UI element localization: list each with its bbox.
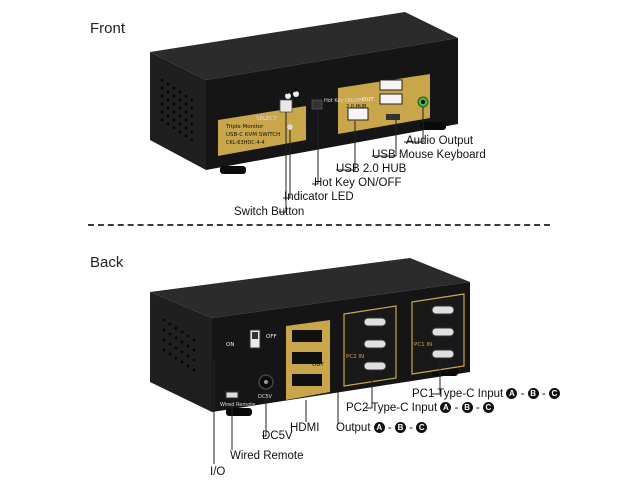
pc2-abc: A - B - C [440, 402, 494, 414]
switch-button-callout: Switch Button [234, 206, 305, 218]
usb-hub-callout: USB 2.0 HUB [336, 163, 407, 175]
pc1-typec-callout: PC1 Type-C Input A - B - C [412, 388, 560, 400]
output-callout: Output A - B - C [336, 422, 428, 434]
usb-hub-marking: 2.0 HUB [346, 104, 367, 110]
hdmi-callout: HDMI [290, 422, 320, 434]
abc-separator: - [538, 388, 549, 400]
pc1-typec-label: PC1 Type-C Input [412, 388, 504, 400]
brand-line2: USB-C KVM SWITCH [226, 132, 281, 138]
hotkey-callout: Hot Key ON/OFF [314, 177, 402, 189]
hdmi-out-marking: OUT [312, 362, 324, 368]
circle-letter-b: B [527, 388, 539, 400]
pc1-in-marking: PC1 IN [414, 342, 433, 348]
hotkey-marking: Hot Key ON/OFF [324, 98, 365, 104]
abc-separator: - [472, 402, 483, 414]
circle-letter-b: B [394, 422, 406, 434]
output-abc: A - B - C [373, 422, 428, 434]
model-marking: CKL-63HDC-4-4 [226, 140, 265, 146]
indicator-led-callout: Indicator LED [284, 191, 354, 203]
section-divider [88, 224, 550, 226]
front-section-label: Front [90, 20, 126, 37]
circle-letter-c: C [416, 422, 428, 434]
output-label: Output [336, 422, 371, 434]
io-callout: I/O [210, 466, 226, 478]
wired-remote-callout: Wired Remote [230, 450, 304, 462]
dc5v-callout: DC5V [262, 430, 293, 442]
port2-marking: 2 [294, 88, 298, 94]
port1-marking: 1 [286, 90, 290, 96]
circle-letter-c: C [482, 402, 494, 414]
pc2-typec-callout: PC2 Type-C Input A - B - C [346, 402, 494, 414]
pc2-typec-label: PC2 Type-C Input [346, 402, 438, 414]
dc5v-marking: DC5V [258, 394, 272, 400]
circle-letter-a: A [506, 388, 518, 400]
brand-line1: Triple Monitor [226, 124, 264, 130]
abc-separator: - [384, 422, 395, 434]
audio-output-callout: Audio Output [406, 135, 474, 147]
wired-remote-marking: Wired Remote [220, 402, 256, 408]
circle-letter-c: C [548, 388, 560, 400]
pc2-in-marking: PC2 IN [346, 354, 365, 360]
abc-separator: - [517, 388, 528, 400]
out-marking: OUT [362, 97, 374, 103]
abc-separator: - [451, 402, 462, 414]
back-section-label: Back [90, 254, 124, 271]
abc-separator: - [405, 422, 417, 434]
circle-letter-b: B [461, 402, 473, 414]
select-marking: SELECT [256, 116, 277, 122]
circle-letter-a: A [373, 422, 385, 434]
off-marking: OFF [266, 334, 277, 340]
circle-letter-a: A [440, 402, 452, 414]
usb-mouse-keyboard-callout: USB Mouse Keyboard [372, 149, 486, 161]
on-marking: ON [226, 342, 235, 348]
pc1-abc: A - B - C [506, 388, 560, 400]
